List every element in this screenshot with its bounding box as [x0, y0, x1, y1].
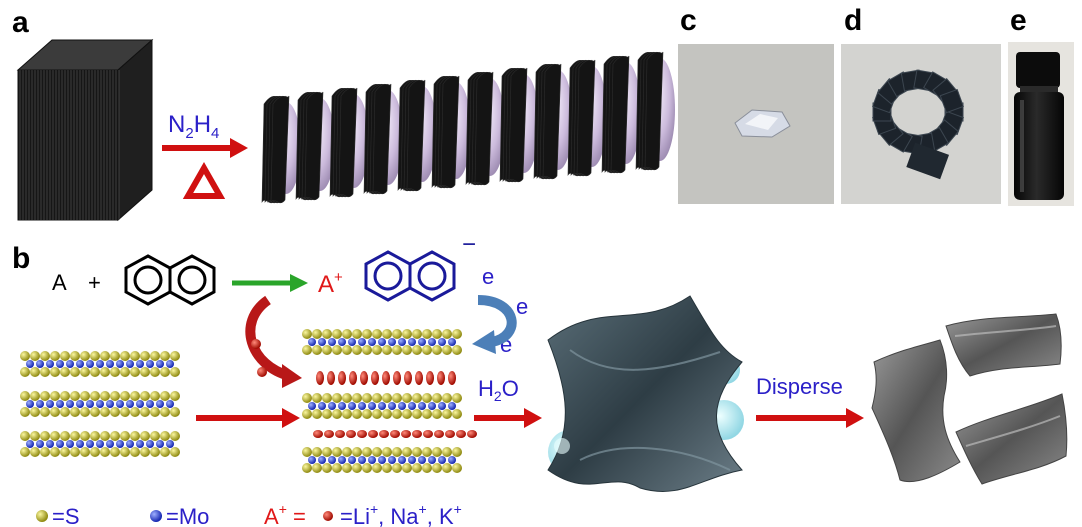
mos2-monolayer	[20, 391, 180, 417]
hydrazine-label: N2H4	[168, 111, 219, 142]
water-label: H2O	[478, 376, 519, 404]
mos2-layers-pristine	[20, 351, 180, 457]
mos2-sheet	[338, 87, 358, 198]
exfoliation-arrow-1	[196, 408, 300, 428]
photo-expanded-crystal	[841, 44, 1001, 204]
panel-label-e: e	[1010, 4, 1027, 37]
green-reaction-arrow	[232, 274, 308, 292]
intercalated-ion-row	[316, 371, 456, 385]
disperse-arrow	[756, 408, 864, 428]
mos2-sheet	[610, 55, 630, 174]
heat-triangle-icon	[182, 161, 226, 199]
mos2-layers-intercalated	[302, 329, 477, 473]
dispersed-nanosheets	[871, 313, 1068, 485]
disperse-label: Disperse	[756, 374, 843, 399]
hydrated-sheets	[547, 295, 744, 492]
naphthalene-molecule	[124, 254, 216, 306]
cation-label: A+	[318, 269, 343, 298]
mos2-monolayer	[302, 329, 462, 355]
panel-label-a: a	[12, 6, 29, 39]
expanded-mos2-stack	[261, 51, 675, 204]
free-ions	[251, 339, 267, 377]
mos2-monolayer	[20, 431, 180, 457]
mos2-sheet	[474, 71, 494, 186]
mos2-sheet	[576, 59, 596, 177]
hydration-arrow	[474, 408, 542, 428]
mos2-sheet	[406, 79, 426, 192]
electron-transfer-arrow	[472, 295, 517, 354]
intercalated-ion-row	[313, 430, 477, 438]
anion-charge: −	[462, 231, 476, 258]
bulk-mos2-crystal	[16, 38, 154, 222]
naphthalene-anion	[364, 250, 456, 302]
panel-label-b: b	[12, 242, 30, 275]
mos2-sheet	[508, 67, 528, 183]
mos2-sheet	[270, 95, 290, 204]
electron-label-1: e	[482, 264, 494, 289]
mos2-monolayer	[20, 351, 180, 377]
hydrazine-arrow	[162, 138, 248, 158]
panel-label-c: c	[680, 4, 697, 37]
mos2-sheet	[304, 91, 324, 201]
legend: =S =Mo A+ = =Li+, Na+, K+	[36, 501, 462, 527]
legend-sulfur-swatch	[36, 510, 48, 522]
legend-ion-swatch	[323, 511, 333, 521]
mos2-sheet	[542, 63, 562, 180]
alkali-atom-label: A	[52, 270, 67, 295]
legend-sulfur-label: =S	[52, 504, 80, 527]
mos2-sheet	[440, 75, 460, 189]
legend-ions: =Li+, Na+, K+	[340, 501, 462, 527]
mos2-sheet	[644, 51, 664, 171]
plus-sign: +	[88, 270, 101, 295]
legend-mo-swatch	[150, 510, 162, 522]
legend-mo-label: =Mo	[166, 504, 209, 527]
mos2-monolayer	[302, 393, 462, 419]
panel-label-d: d	[844, 4, 862, 37]
mos2-monolayer	[302, 447, 462, 473]
electron-label-2: e	[516, 294, 528, 319]
mos2-sheet	[372, 83, 392, 195]
legend-cation: A+ =	[264, 501, 312, 527]
photo-bulk-crystal	[678, 44, 834, 204]
photo-dispersion-vial	[1008, 42, 1074, 206]
